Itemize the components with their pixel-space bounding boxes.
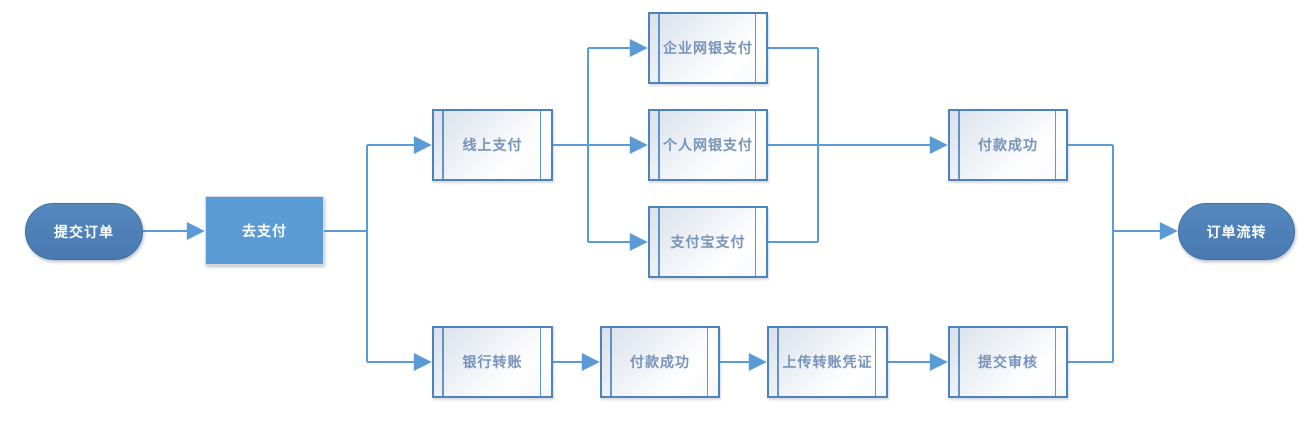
node-order-flow[interactable]: 订单流转 — [1178, 203, 1295, 260]
edge-fanin-vertical — [768, 47, 819, 243]
node-submit-order[interactable]: 提交订单 — [25, 203, 143, 260]
node-alipay-payment[interactable]: 支付宝支付 — [648, 206, 768, 278]
node-upload-transfer-voucher[interactable]: 上传转账凭证 — [767, 326, 888, 398]
node-submit-review-label: 提交审核 — [978, 354, 1038, 370]
node-corporate-ebank-payment-label: 企业网银支付 — [663, 40, 753, 56]
node-submit-review[interactable]: 提交审核 — [948, 326, 1068, 398]
edge-go-pay-branch — [324, 145, 368, 362]
node-submit-order-label: 提交订单 — [54, 223, 114, 240]
node-go-pay[interactable]: 去支付 — [205, 196, 324, 265]
edge-online-payment-fanout — [553, 48, 589, 242]
node-online-payment-label: 线上支付 — [462, 137, 523, 153]
node-personal-ebank-payment-label: 个人网银支付 — [663, 137, 753, 153]
node-bank-transfer-label: 银行转账 — [462, 354, 523, 370]
node-payment-success-online[interactable]: 付款成功 — [948, 109, 1068, 181]
node-order-flow-label: 订单流转 — [1206, 223, 1267, 240]
node-bank-transfer[interactable]: 银行转账 — [432, 326, 553, 398]
node-payment-success-transfer[interactable]: 付款成功 — [600, 326, 720, 398]
node-go-pay-label: 去支付 — [242, 222, 287, 239]
node-alipay-payment-label: 支付宝支付 — [670, 234, 746, 250]
node-payment-success-transfer-label: 付款成功 — [630, 354, 690, 370]
node-payment-success-online-label: 付款成功 — [978, 137, 1038, 153]
node-online-payment[interactable]: 线上支付 — [432, 109, 553, 181]
node-personal-ebank-payment[interactable]: 个人网银支付 — [648, 109, 768, 181]
node-corporate-ebank-payment[interactable]: 企业网银支付 — [648, 12, 768, 84]
edge-converge-vertical — [1068, 144, 1114, 363]
node-upload-transfer-voucher-label: 上传转账凭证 — [782, 354, 873, 370]
